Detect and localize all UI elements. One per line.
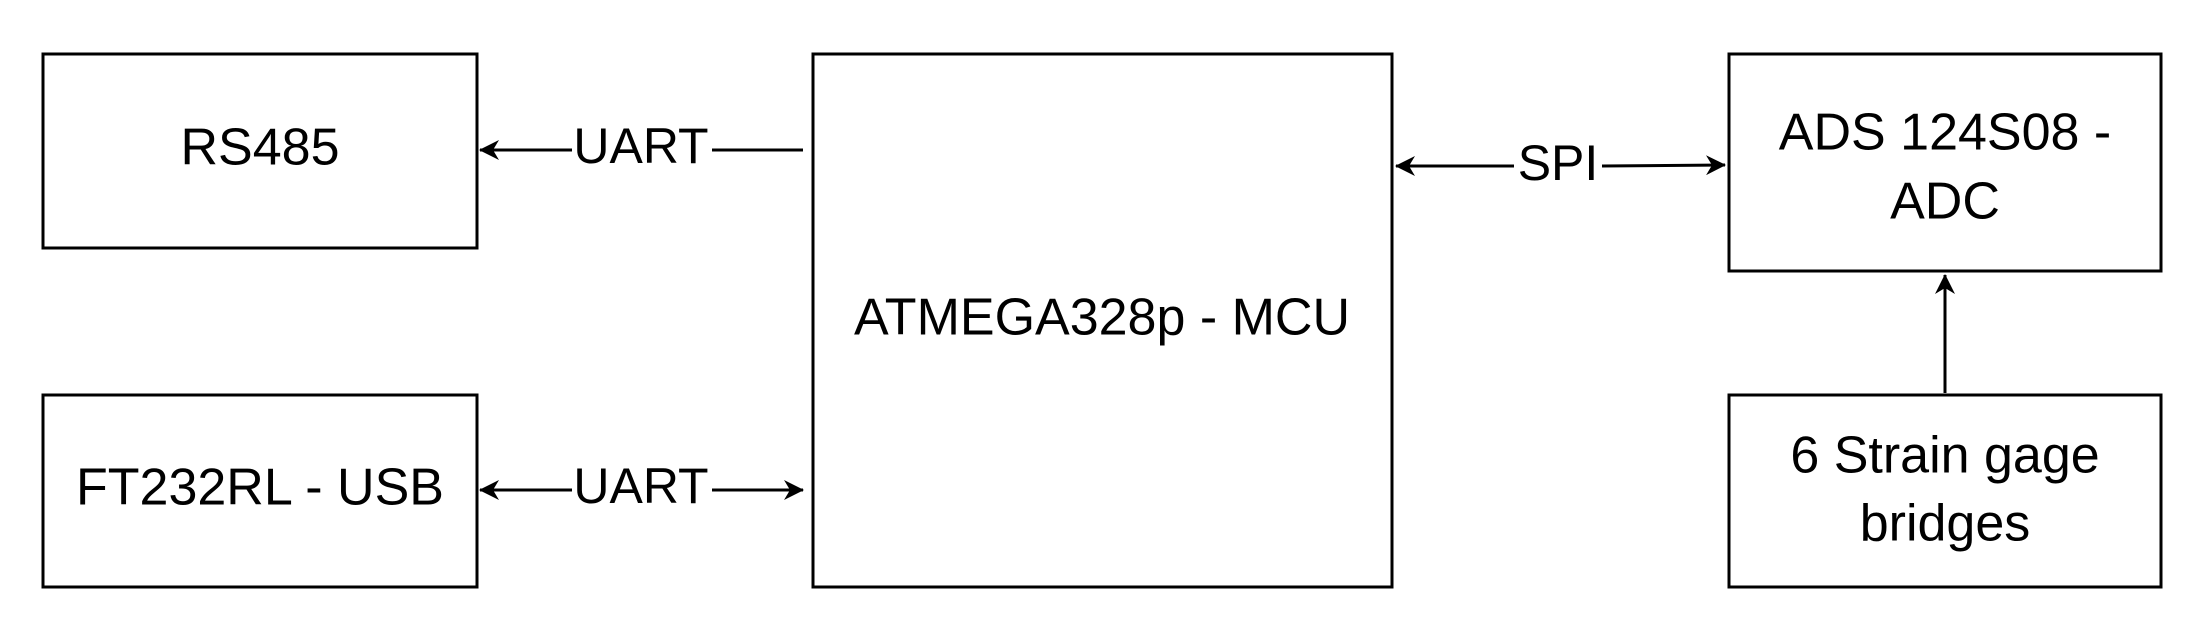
ft232rl-block: FT232RL - USB bbox=[41, 393, 479, 589]
mcu-box bbox=[811, 52, 1394, 589]
mcu-label: ATMEGA328p - MCU bbox=[854, 289, 1350, 347]
strain-gage-block: 6 Strain gage bridges bbox=[1727, 393, 2163, 589]
strain-gage-label-line1: 6 Strain gage bbox=[1790, 427, 2099, 485]
spi-right-arrow bbox=[1601, 155, 1726, 176]
uart-rs485-label: UART bbox=[573, 118, 708, 174]
rs485-box bbox=[41, 52, 479, 250]
spi-connection: SPI bbox=[1395, 135, 1726, 191]
rs485-label: RS485 bbox=[181, 119, 340, 177]
adc-label-line1: ADS 124S08 - bbox=[1779, 104, 2111, 162]
uart-rs485-connection: UART bbox=[479, 118, 803, 174]
adc-block: ADS 124S08 - ADC bbox=[1727, 52, 2163, 273]
mcu-block: ATMEGA328p - MCU bbox=[811, 52, 1394, 589]
spi-label: SPI bbox=[1518, 135, 1599, 191]
uart-ft232rl-label: UART bbox=[573, 458, 708, 514]
adc-box bbox=[1727, 52, 2163, 273]
ft232rl-label: FT232RL - USB bbox=[76, 459, 444, 517]
adc-label-line2: ADC bbox=[1890, 173, 2000, 231]
strain-gage-label-line2: bridges bbox=[1860, 495, 2031, 553]
rs485-block: RS485 bbox=[41, 52, 479, 250]
strain-gage-box bbox=[1727, 393, 2163, 589]
ft232rl-box bbox=[41, 393, 479, 589]
uart-ft232rl-connection: UART bbox=[479, 458, 804, 514]
